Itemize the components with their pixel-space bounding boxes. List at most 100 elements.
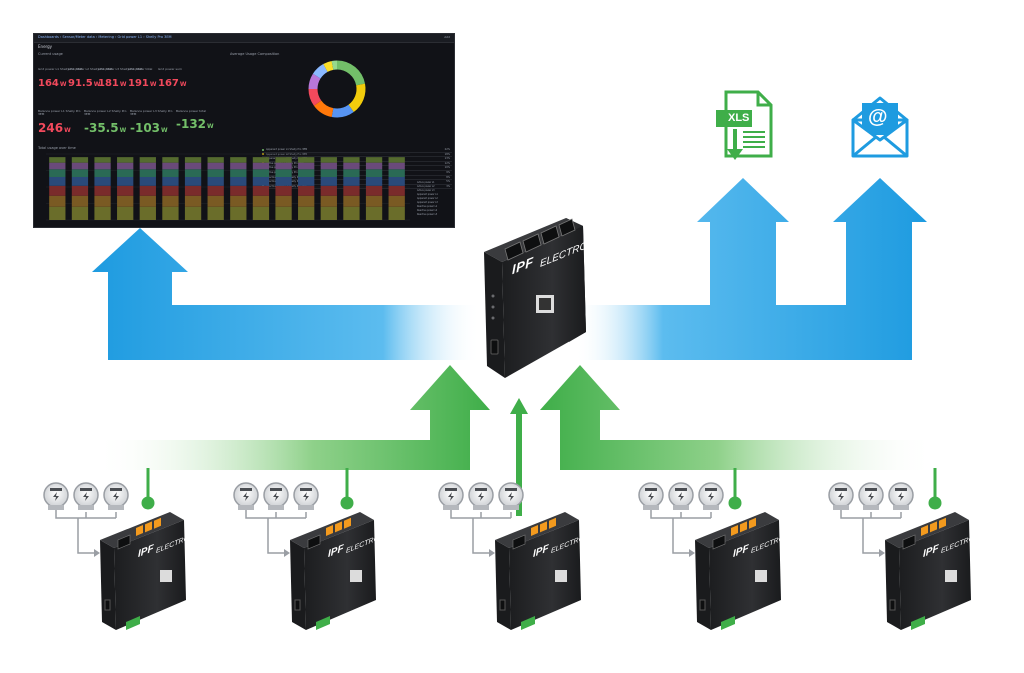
stacked-bar-segment[interactable]: [184, 185, 202, 196]
stacked-bar-segment[interactable]: [275, 185, 292, 196]
stacked-bar-segment[interactable]: [343, 195, 360, 207]
stacked-bar-segment[interactable]: [94, 195, 111, 207]
stacked-bar-segment[interactable]: [298, 206, 315, 220]
bar-legend-item[interactable]: Apparent power L2: [417, 197, 438, 200]
stacked-bar-segment[interactable]: [49, 162, 66, 170]
stacked-bar-segment[interactable]: [230, 185, 247, 196]
stacked-bar-segment[interactable]: [275, 169, 292, 177]
stacked-bar-segment[interactable]: [184, 176, 202, 186]
stacked-bar-segment[interactable]: [49, 176, 66, 186]
stacked-bar-segment[interactable]: [49, 195, 66, 207]
stacked-bar-segment[interactable]: [139, 185, 156, 196]
stacked-bar-segment[interactable]: [365, 185, 383, 196]
bar-legend-item[interactable]: Reactive power L3: [417, 213, 438, 216]
stacked-bar-segment[interactable]: [343, 162, 360, 170]
stacked-bar-segment[interactable]: [298, 157, 315, 163]
stacked-bar-segment[interactable]: [162, 185, 179, 196]
stacked-bar-segment[interactable]: [320, 195, 337, 207]
stacked-bar-segment[interactable]: [71, 176, 89, 186]
stacked-bar-segment[interactable]: [94, 162, 111, 170]
donut-slice[interactable]: [308, 73, 321, 90]
stacked-bar-segment[interactable]: [117, 176, 134, 186]
stacked-bar-segment[interactable]: [252, 206, 270, 220]
stacked-bar-segment[interactable]: [320, 185, 337, 196]
stacked-bar-segment[interactable]: [71, 157, 89, 163]
stacked-bar-segment[interactable]: [162, 169, 179, 177]
stacked-bar-segment[interactable]: [230, 157, 247, 163]
stacked-bar-segment[interactable]: [388, 206, 405, 220]
stacked-bar-segment[interactable]: [49, 157, 66, 163]
stacked-bar-segment[interactable]: [365, 162, 383, 170]
stacked-bar-segment[interactable]: [207, 206, 224, 220]
stacked-bar-segment[interactable]: [298, 195, 315, 207]
stacked-bar-segment[interactable]: [252, 185, 270, 196]
stacked-bar-segment[interactable]: [252, 169, 270, 177]
stacked-bar-segment[interactable]: [343, 206, 360, 220]
bar-legend-item[interactable]: Active power L1: [417, 181, 435, 184]
stacked-bar-segment[interactable]: [252, 157, 270, 163]
stacked-bar-segment[interactable]: [275, 176, 292, 186]
stacked-bar-segment[interactable]: [230, 162, 247, 170]
bar-legend-item[interactable]: Reactive power L2: [417, 209, 438, 212]
donut-slice[interactable]: [348, 83, 366, 113]
stacked-bar-segment[interactable]: [117, 206, 134, 220]
dashboard-favorite[interactable]: Add: [444, 35, 450, 39]
donut-slice[interactable]: [331, 104, 354, 118]
stacked-bar-segment[interactable]: [162, 195, 179, 207]
bar-legend-item[interactable]: Reactive power L1: [417, 205, 438, 208]
donut-slice[interactable]: [313, 100, 334, 117]
donut-slice[interactable]: [323, 61, 334, 72]
bar-legend-item[interactable]: Apparent power L3: [417, 201, 438, 204]
stacked-bar-segment[interactable]: [71, 169, 89, 177]
stacked-bar-segment[interactable]: [320, 206, 337, 220]
stacked-bar-segment[interactable]: [71, 195, 89, 207]
stacked-bar-segment[interactable]: [298, 176, 315, 186]
stacked-bar-segment[interactable]: [207, 185, 224, 196]
stacked-bar-segment[interactable]: [275, 206, 292, 220]
stacked-bar-segment[interactable]: [184, 169, 202, 177]
stacked-bar-segment[interactable]: [94, 169, 111, 177]
stacked-bar-segment[interactable]: [298, 162, 315, 170]
stacked-bar-segment[interactable]: [365, 157, 383, 163]
stacked-bar-segment[interactable]: [71, 206, 89, 220]
stacked-bar-segment[interactable]: [94, 206, 111, 220]
stacked-bar-segment[interactable]: [71, 162, 89, 170]
stacked-bar-segment[interactable]: [117, 195, 134, 207]
stacked-bar-segment[interactable]: [117, 162, 134, 170]
stacked-bar-segment[interactable]: [343, 169, 360, 177]
stacked-bar-segment[interactable]: [184, 162, 202, 170]
stacked-bar-segment[interactable]: [139, 176, 156, 186]
stacked-bar-segment[interactable]: [162, 176, 179, 186]
stacked-bar-segment[interactable]: [139, 169, 156, 177]
stacked-bar-segment[interactable]: [162, 157, 179, 163]
stacked-bar-segment[interactable]: [252, 176, 270, 186]
stacked-bar-segment[interactable]: [298, 185, 315, 196]
donut-slice[interactable]: [312, 64, 328, 79]
stacked-bar-segment[interactable]: [343, 185, 360, 196]
stacked-bar-segment[interactable]: [320, 157, 337, 163]
stacked-bar-segment[interactable]: [71, 185, 89, 196]
stacked-bar-segment[interactable]: [162, 206, 179, 220]
donut-slice[interactable]: [336, 60, 365, 86]
stacked-bar-segment[interactable]: [49, 169, 66, 177]
stacked-bar-segment[interactable]: [230, 195, 247, 207]
stacked-bar-segment[interactable]: [343, 157, 360, 163]
stacked-bar-segment[interactable]: [275, 195, 292, 207]
stacked-bar-segment[interactable]: [230, 176, 247, 186]
stacked-bar-segment[interactable]: [117, 157, 134, 163]
donut-slice[interactable]: [308, 88, 322, 106]
stacked-bar-segment[interactable]: [252, 162, 270, 170]
stacked-bar-segment[interactable]: [320, 162, 337, 170]
stacked-bar-segment[interactable]: [388, 169, 405, 177]
stacked-bar-segment[interactable]: [207, 162, 224, 170]
stacked-bar-segment[interactable]: [365, 195, 383, 207]
stacked-bar-segment[interactable]: [230, 206, 247, 220]
stacked-bar-segment[interactable]: [117, 185, 134, 196]
stacked-bar-segment[interactable]: [184, 206, 202, 220]
stacked-bar-segment[interactable]: [388, 176, 405, 186]
stacked-bar-segment[interactable]: [230, 169, 247, 177]
stacked-bar-segment[interactable]: [343, 176, 360, 186]
stacked-bar-segment[interactable]: [94, 185, 111, 196]
stacked-bar-segment[interactable]: [207, 176, 224, 186]
